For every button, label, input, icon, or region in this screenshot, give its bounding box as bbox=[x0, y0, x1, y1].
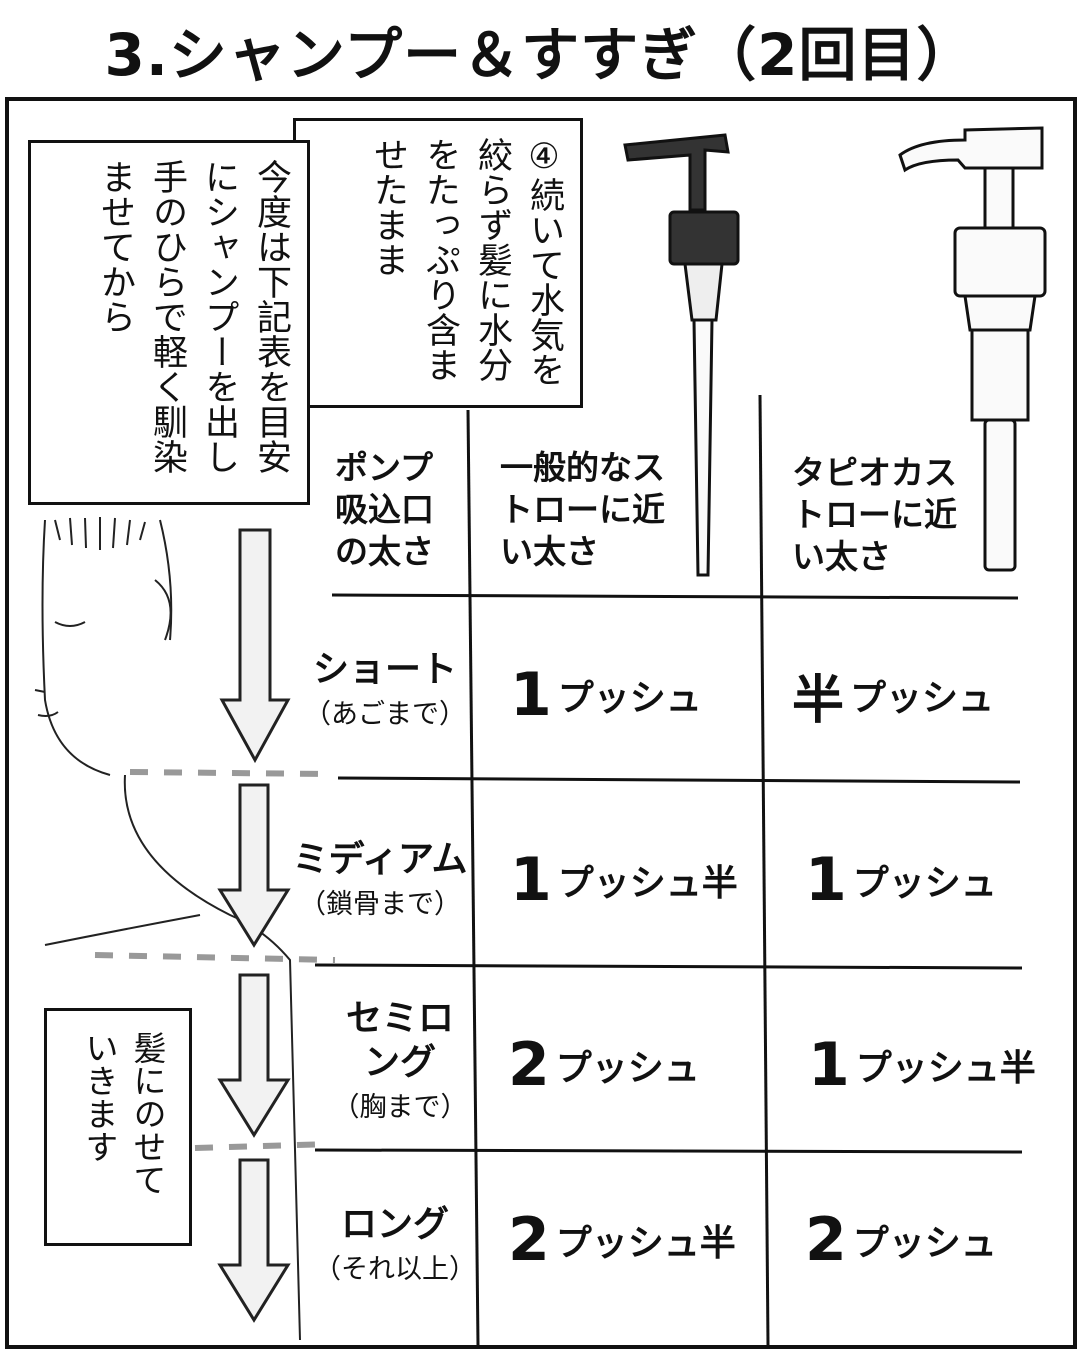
table-divider bbox=[331, 593, 1019, 600]
amount-unit: プッシュ半 bbox=[855, 1048, 1036, 1089]
step4-text: ④続いて水気を絞らず髪に水分をたっぷり含ませたまま bbox=[368, 137, 564, 387]
amount-tapioca: 半プッシュ bbox=[792, 640, 1052, 750]
row-name: ロング bbox=[340, 1203, 449, 1245]
amount-unit: プッシュ bbox=[852, 863, 997, 904]
amount-number: 1 bbox=[510, 845, 552, 915]
row-label: ロング （それ以上） bbox=[300, 1185, 490, 1295]
table-divider bbox=[758, 394, 770, 1346]
header-tapioca-straw: タピオカストローに近い太さ bbox=[792, 440, 972, 590]
amount-unit: プッシュ bbox=[555, 1048, 700, 1089]
length-guides bbox=[94, 769, 336, 1151]
amount-number: 1 bbox=[510, 660, 552, 730]
face-sketch bbox=[34, 517, 301, 1341]
step-detail-text: 今度は下記表を目安にシャンプーを出し手のひらで軽く馴染ませてから bbox=[95, 159, 291, 474]
header-col1: 一般的なストローに近い太さ bbox=[500, 448, 665, 571]
amount-number: 2 bbox=[508, 1030, 550, 1100]
row-label: ショート （あごまで） bbox=[290, 630, 480, 740]
row-note: （それ以上） bbox=[314, 1253, 476, 1285]
apply-text: 髪にのせていきます bbox=[80, 1031, 167, 1196]
header-pump-size: ポンプ吸込口の太さ bbox=[335, 435, 455, 585]
step-detail-caption: 今度は下記表を目安にシャンプーを出し手のひらで軽く馴染ませてから bbox=[28, 140, 310, 505]
thick-pump-icon bbox=[898, 126, 1047, 572]
amount-unit: プッシュ半 bbox=[555, 1223, 736, 1264]
row-note: （鎖骨まで） bbox=[299, 888, 461, 920]
table-divider bbox=[466, 409, 480, 1346]
illustration-frame bbox=[5, 97, 1077, 1349]
amount-number: 1 bbox=[808, 1030, 850, 1100]
row-name: ショート bbox=[312, 648, 457, 690]
amount-number: 半 bbox=[792, 670, 845, 731]
table-divider bbox=[314, 1148, 1023, 1154]
header-label: ポンプ吸込口の太さ bbox=[335, 448, 434, 571]
row-note: （あごまで） bbox=[304, 698, 466, 730]
table-divider bbox=[314, 963, 1023, 970]
amount-number: 2 bbox=[508, 1205, 550, 1275]
arrow-down-icon bbox=[217, 1158, 291, 1323]
amount-unit: プッシュ bbox=[557, 678, 702, 719]
page-title: 3.シャンプー＆すすぎ（2回目） bbox=[104, 21, 976, 89]
arrow-down-icon bbox=[217, 783, 291, 948]
header-col2: タピオカストローに近い太さ bbox=[792, 453, 957, 576]
step4-caption: ④続いて水気を絞らず髪に水分をたっぷり含ませたまま bbox=[293, 118, 583, 408]
row-label: ミディアム （鎖骨まで） bbox=[285, 820, 475, 930]
header-regular-straw: 一般的なストローに近い太さ bbox=[500, 435, 680, 585]
row-name: ミディアム bbox=[292, 838, 468, 880]
arrows bbox=[217, 528, 291, 1323]
row-label: セミロング （胸まで） bbox=[320, 985, 480, 1135]
thin-pump-icon bbox=[623, 133, 740, 577]
amount-number: 2 bbox=[805, 1205, 847, 1275]
amount-number: 1 bbox=[805, 845, 847, 915]
arrow-down-icon bbox=[219, 528, 291, 764]
row-name: セミロング bbox=[345, 997, 454, 1083]
row-note: （胸まで） bbox=[332, 1091, 468, 1123]
arrow-down-icon bbox=[217, 973, 291, 1138]
table-divider bbox=[337, 776, 1021, 784]
amount-unit: プッシュ半 bbox=[557, 863, 738, 904]
amount-unit: プッシュ bbox=[850, 678, 995, 719]
amount-unit: プッシュ bbox=[852, 1223, 997, 1264]
apply-caption: 髪にのせていきます bbox=[44, 1008, 192, 1246]
